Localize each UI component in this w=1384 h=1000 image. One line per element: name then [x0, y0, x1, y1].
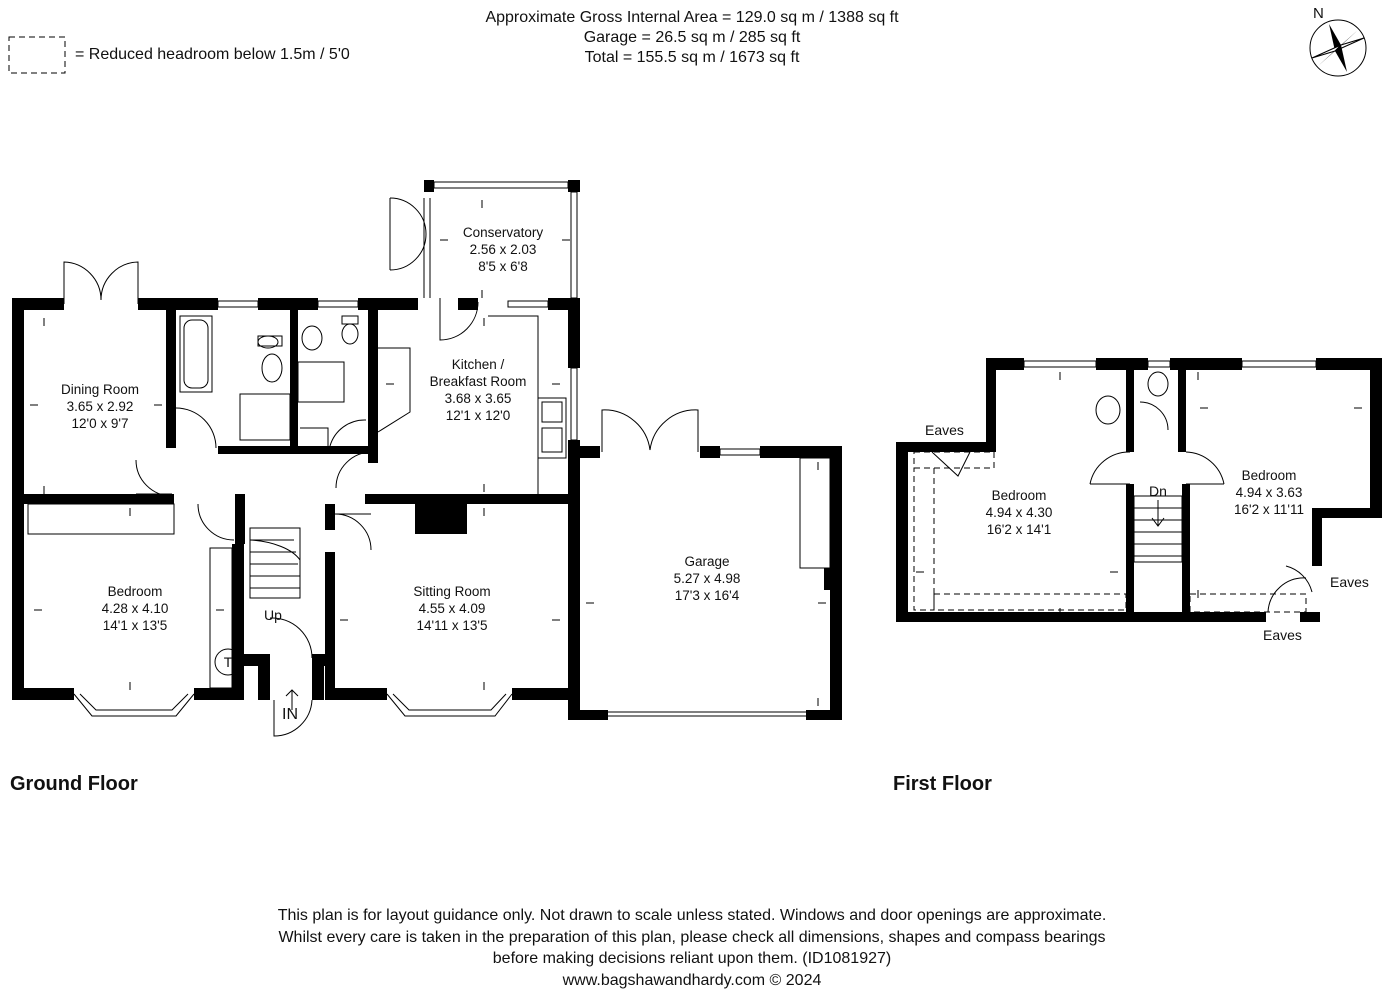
first-floor-title: First Floor: [893, 773, 992, 795]
room-imperial: 8'5 x 6'8: [478, 259, 528, 274]
room-label-bedroom-first-right: Bedroom 4.94 x 3.63 16'2 x 11'11: [1234, 467, 1304, 518]
room-metric: 2.56 x 2.03: [469, 242, 537, 257]
room-imperial: 14'1 x 13'5: [102, 618, 168, 633]
stairs-up-label: Up: [264, 607, 282, 623]
disclaimer: This plan is for layout guidance only. N…: [278, 905, 1107, 991]
room-name: Bedroom: [1241, 468, 1297, 483]
website-copyright: www.bagshawandhardy.com © 2024: [562, 971, 822, 989]
room-label-conservatory: Conservatory 2.56 x 2.03 8'5 x 6'8: [463, 224, 543, 275]
entrance-label: IN: [282, 706, 298, 723]
gross-area-text: Approximate Gross Internal Area = 129.0 …: [485, 9, 899, 26]
room-imperial: 16'2 x 11'11: [1234, 502, 1304, 517]
room-name: Bedroom: [107, 584, 163, 599]
room-label-garage: Garage 5.27 x 4.98 17'3 x 16'4: [674, 553, 741, 604]
room-label-sitting-room: Sitting Room 4.55 x 4.09 14'11 x 13'5: [413, 583, 490, 634]
room-name: Garage: [684, 554, 730, 569]
stairs-down-label: Dn: [1149, 483, 1167, 499]
reduced-headroom-legend-label: = Reduced headroom below 1.5m / 5'0: [75, 46, 350, 63]
first-floor-plan: [896, 358, 1382, 622]
room-metric: 4.55 x 4.09: [418, 601, 486, 616]
room-name-2: Breakfast Room: [429, 374, 527, 389]
disclaimer-line: Whilst every care is taken in the prepar…: [278, 928, 1106, 946]
eaves-label: Eaves: [1263, 627, 1302, 643]
room-imperial: 12'0 x 9'7: [71, 416, 129, 431]
room-metric: 4.94 x 3.63: [1235, 485, 1303, 500]
room-imperial: 17'3 x 16'4: [674, 588, 740, 603]
room-metric: 4.94 x 4.30: [985, 505, 1053, 520]
compass-icon: [1309, 19, 1367, 77]
room-name: Kitchen /: [451, 357, 505, 372]
eaves-label: Eaves: [1330, 574, 1369, 590]
disclaimer-line: This plan is for layout guidance only. N…: [277, 907, 1107, 924]
disclaimer-line: before making decisions reliant upon the…: [492, 950, 892, 967]
room-metric: 3.65 x 2.92: [66, 399, 134, 414]
room-metric: 3.68 x 3.65: [444, 391, 512, 406]
room-imperial: 12'1 x 12'0: [445, 408, 511, 423]
room-name: Dining Room: [60, 382, 140, 397]
room-label-bedroom-first-left: Bedroom 4.94 x 4.30 16'2 x 14'1: [986, 487, 1053, 538]
room-label-bedroom-ground: Bedroom 4.28 x 4.10 14'1 x 13'5: [102, 583, 169, 634]
garage-area-text: Garage = 26.5 sq m / 285 sq ft: [583, 29, 801, 46]
room-name: Sitting Room: [413, 584, 491, 599]
area-summary: Approximate Gross Internal Area = 129.0 …: [485, 8, 898, 68]
room-metric: 4.28 x 4.10: [101, 601, 169, 616]
cylinder-label: T: [223, 654, 233, 670]
north-label: N: [1313, 5, 1324, 22]
room-name: Bedroom: [991, 488, 1047, 503]
reduced-headroom-legend-box: [8, 36, 66, 74]
eaves-label: Eaves: [925, 422, 964, 438]
room-metric: 5.27 x 4.98: [673, 571, 741, 586]
room-label-dining-room: Dining Room 3.65 x 2.92 12'0 x 9'7: [61, 381, 139, 432]
ground-floor-title: Ground Floor: [10, 773, 138, 795]
total-area-text: Total = 155.5 sq m / 1673 sq ft: [584, 49, 800, 66]
room-name: Conservatory: [462, 225, 544, 240]
room-imperial: 16'2 x 14'1: [986, 522, 1052, 537]
ground-floor-plan: [12, 180, 842, 737]
room-label-kitchen: Kitchen / Breakfast Room 3.68 x 3.65 12'…: [430, 356, 527, 424]
room-imperial: 14'11 x 13'5: [416, 618, 488, 633]
